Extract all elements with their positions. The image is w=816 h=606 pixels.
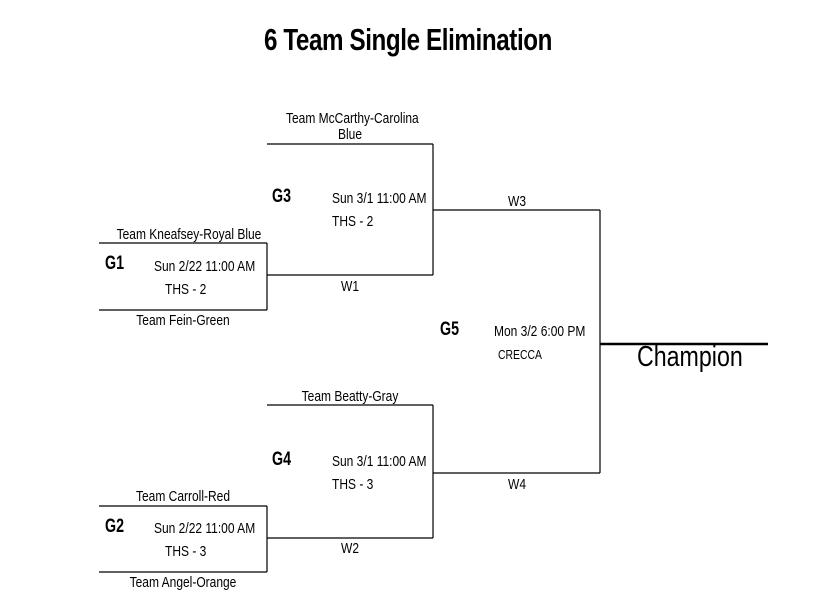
g5-field: CRECCA — [498, 347, 542, 362]
g2-field: THS - 3 — [165, 543, 207, 560]
g4-label: G4 — [272, 449, 292, 470]
g4-field: THS - 3 — [332, 476, 374, 493]
g3-top-team-line2: Blue — [337, 126, 363, 143]
bracket-title: 6 Team Single Elimination — [263, 22, 553, 57]
g1-time: Sun 2/22 11:00 AM — [154, 258, 256, 275]
g3-winner-slot: W1 — [341, 278, 359, 295]
g5-bottom-slot: W4 — [508, 476, 526, 493]
g4-time: Sun 3/1 11:00 AM — [332, 453, 427, 470]
champion-label: Champion — [637, 341, 743, 373]
g3-label: G3 — [272, 186, 292, 207]
g5-time: Mon 3/2 6:00 PM — [494, 323, 586, 340]
g3-field: THS - 2 — [332, 213, 374, 230]
g3-time: Sun 3/1 11:00 AM — [332, 190, 427, 207]
g1-bottom-team: Team Fein-Green — [136, 312, 230, 329]
g3-top-team-line1: Team McCarthy-Carolina — [286, 110, 419, 127]
g4-top-team: Team Beatty-Gray — [301, 388, 399, 405]
g5-top-slot: W3 — [508, 193, 526, 210]
g2-time: Sun 2/22 11:00 AM — [154, 520, 256, 537]
g2-top-team: Team Carroll-Red — [135, 488, 231, 505]
g2-label: G2 — [105, 516, 125, 537]
g2-bottom-team: Team Angel-Orange — [129, 574, 237, 591]
g4-bottom-slot: W2 — [341, 540, 359, 557]
g5-label: G5 — [440, 319, 460, 340]
g1-label: G1 — [105, 253, 125, 274]
g1-top-team: Team Kneafsey-Royal Blue — [116, 226, 262, 243]
g1-field: THS - 2 — [165, 281, 207, 298]
